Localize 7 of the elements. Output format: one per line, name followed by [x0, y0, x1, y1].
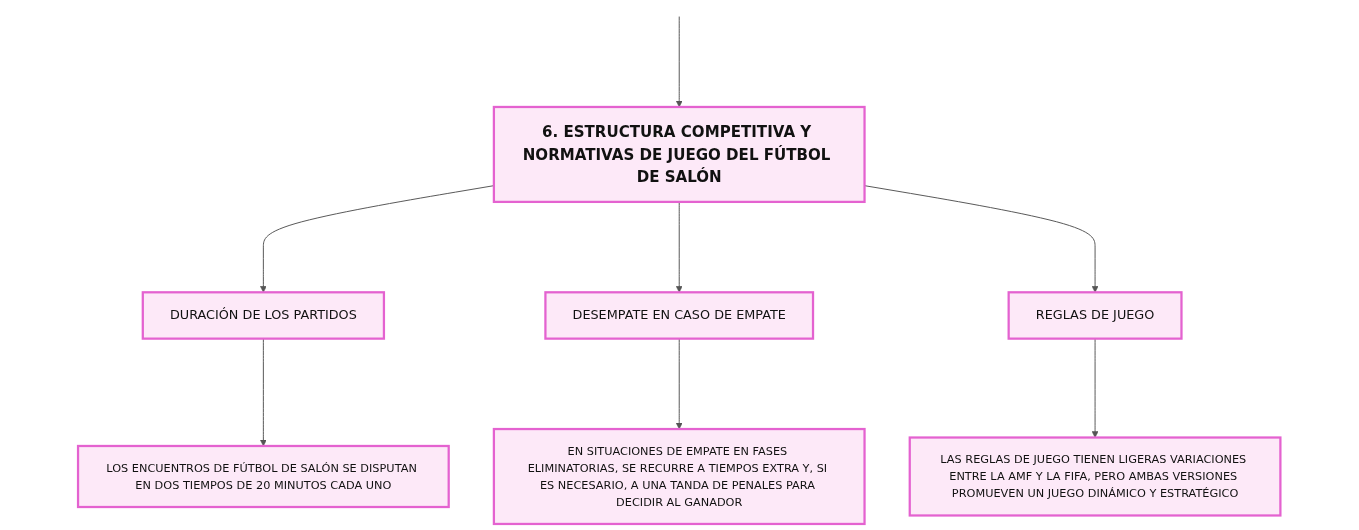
node-box: LOS ENCUENTROS DE FÚTBOL DE SALÓN SE DISPUTAN EN DOS TIEMPOS DE 20 MINUTOS CADA UNO [77, 444, 451, 509]
node-box: LAS REGLAS DE JUEGO TIENEN LIGERAS VARIACIONES ENTRE LA AMF Y LA FIFA, PERO AMBAS VERSIONES PROMUEVEN UN JUEGO DINÁMICO Y ESTRATÉGICO [908, 436, 1282, 517]
node-box: DESEMPATE EN CASO DE EMPATE [544, 291, 815, 340]
node-box: EN SITUACIONES DE EMPATE EN FASES ELIMINATORIAS, SE RECURRE A TIEMPOS EXTRA Y, SI ES NECESARIO, A UNA TANDA DE PENALES PARA DECIDIR AL GANADOR [493, 427, 866, 526]
node-box: REGLAS DE JUEGO [1007, 291, 1183, 340]
node-box: DURACIÓN DE LOS PARTIDOS [141, 291, 386, 340]
node-box: 6. ESTRUCTURA COMPETITIVA Y NORMATIVAS DE JUEGO DEL FÚTBOL DE SALÓN [493, 105, 866, 204]
